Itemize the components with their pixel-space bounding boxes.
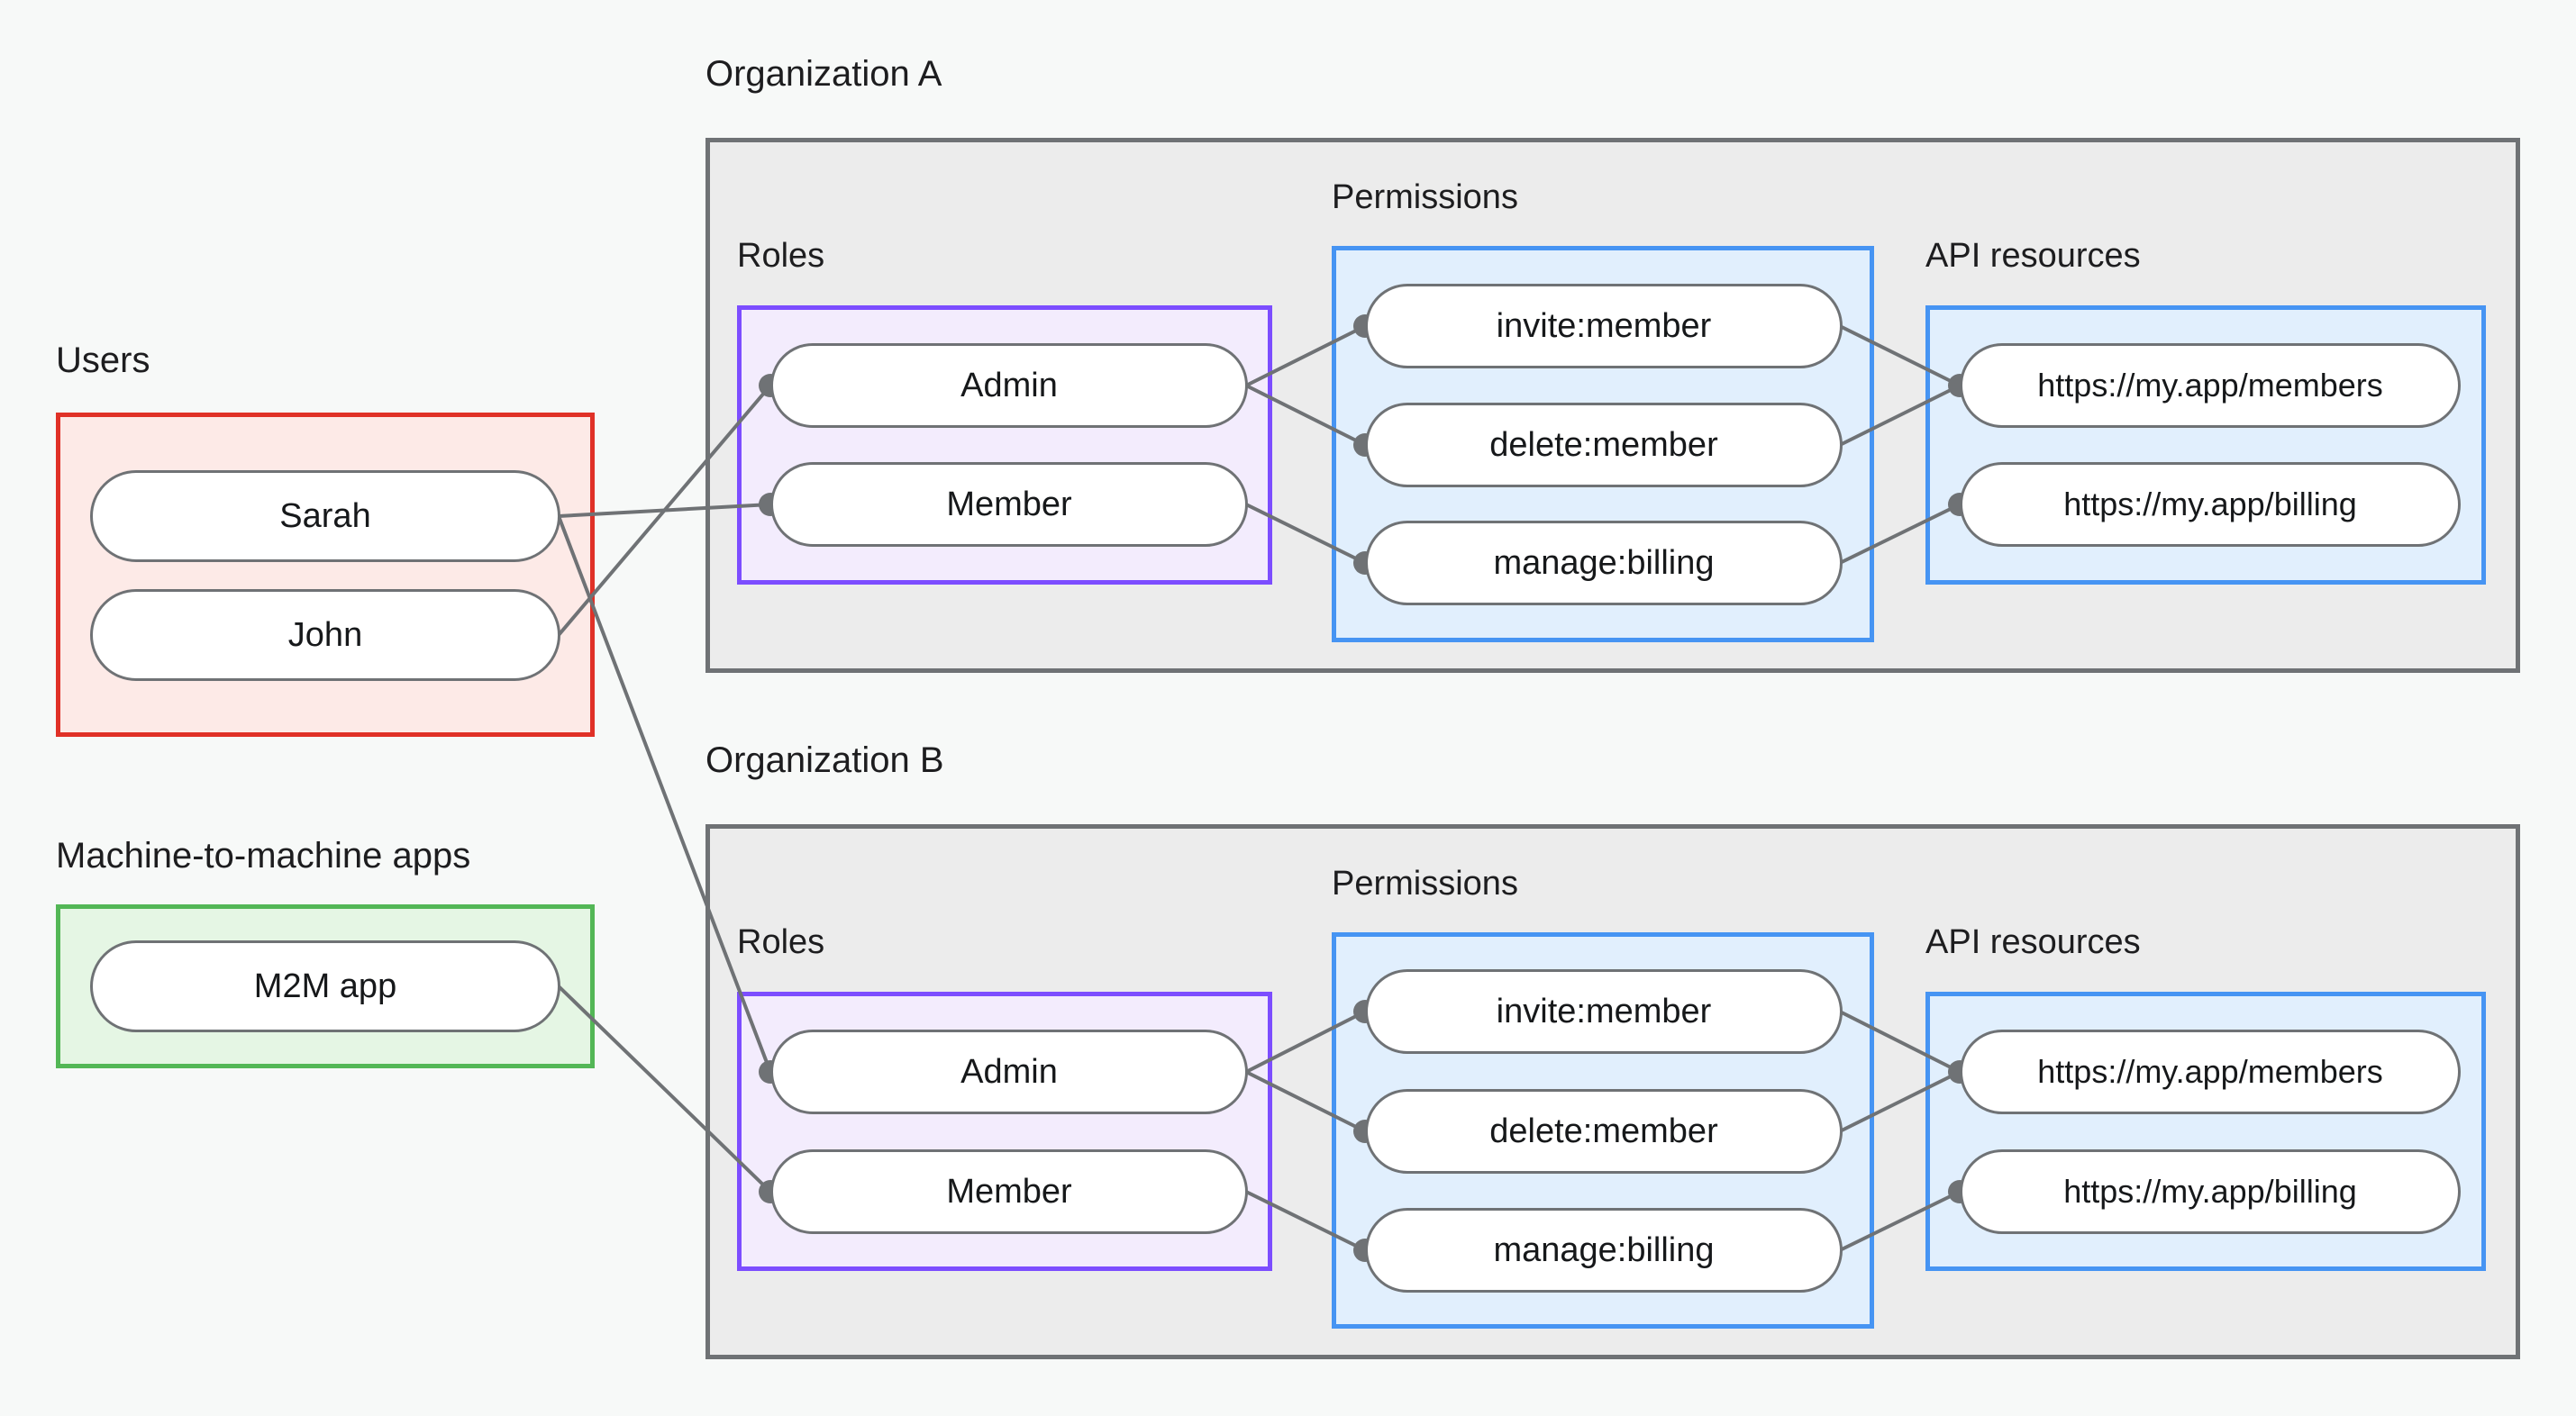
orgB-api-resource-members[interactable]: https://my.app/members	[1960, 1030, 2461, 1114]
orgA-permission-delete-member[interactable]: delete:member	[1365, 403, 1843, 487]
orgB-permission-manage-billing[interactable]: manage:billing	[1365, 1208, 1843, 1293]
orgA-permissions-label: Permissions	[1332, 178, 1518, 216]
orgB-role-admin[interactable]: Admin	[770, 1030, 1248, 1114]
orgB-api-resources-label: API resources	[1925, 923, 2141, 961]
organization-b-title: Organization B	[705, 740, 944, 780]
orgA-permission-manage-billing[interactable]: manage:billing	[1365, 521, 1843, 605]
orgA-role-admin[interactable]: Admin	[770, 343, 1248, 428]
orgA-role-member[interactable]: Member	[770, 462, 1248, 547]
orgB-permission-delete-member[interactable]: delete:member	[1365, 1089, 1843, 1174]
user-node-john[interactable]: John	[90, 589, 560, 681]
m2m-group-label: Machine-to-machine apps	[56, 836, 471, 876]
organization-a-title: Organization A	[705, 54, 942, 94]
orgB-permissions-label: Permissions	[1332, 865, 1518, 903]
orgB-role-member[interactable]: Member	[770, 1149, 1248, 1234]
orgA-permission-invite-member[interactable]: invite:member	[1365, 284, 1843, 368]
users-container	[56, 413, 595, 737]
orgA-api-resource-members[interactable]: https://my.app/members	[1960, 343, 2461, 428]
orgB-api-resource-billing[interactable]: https://my.app/billing	[1960, 1149, 2461, 1234]
orgA-api-resources-label: API resources	[1925, 237, 2141, 275]
orgA-roles-label: Roles	[737, 237, 825, 275]
orgA-api-resource-billing[interactable]: https://my.app/billing	[1960, 462, 2461, 547]
users-group-label: Users	[56, 340, 150, 380]
user-node-sarah[interactable]: Sarah	[90, 470, 560, 562]
orgB-permission-invite-member[interactable]: invite:member	[1365, 969, 1843, 1054]
m2m-node-app[interactable]: M2M app	[90, 940, 560, 1032]
orgB-roles-label: Roles	[737, 923, 825, 961]
